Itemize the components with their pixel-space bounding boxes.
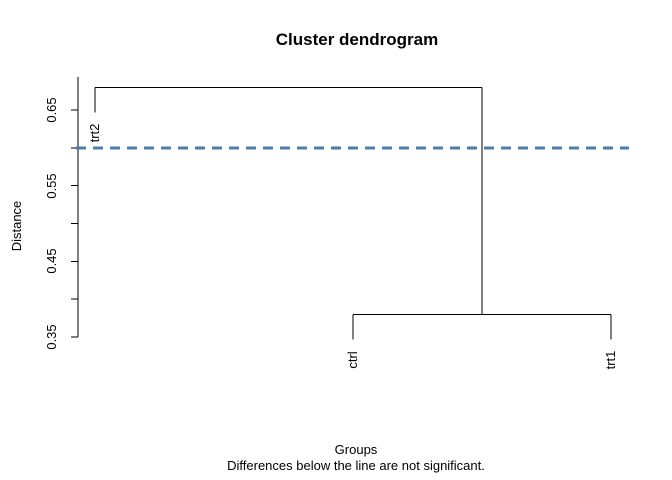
subtitle: Differences below the line are not signi… [227,458,485,473]
chart-title: Cluster dendrogram [275,30,439,49]
x-axis-label: Groups [334,442,378,457]
